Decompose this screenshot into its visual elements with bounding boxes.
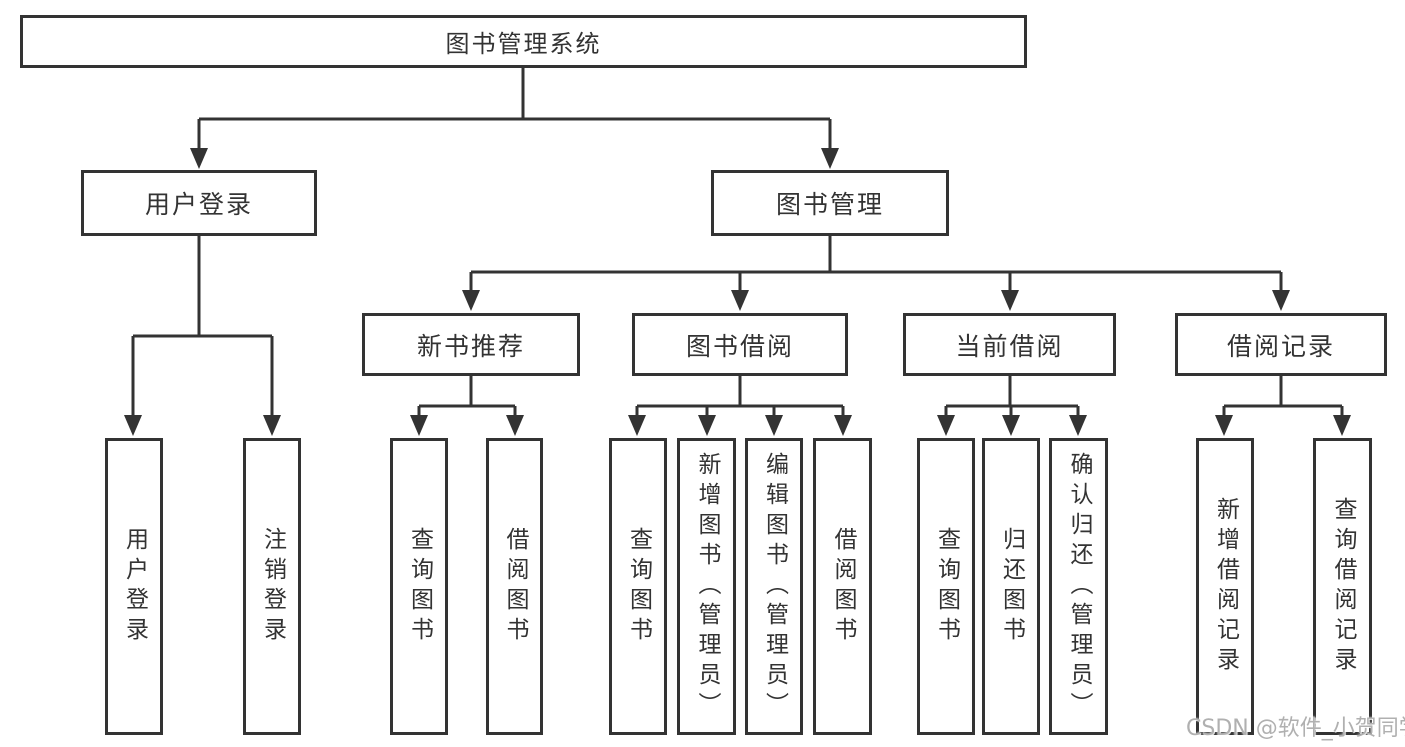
leaf-query-borrow-record: 查询借阅记录: [1313, 438, 1372, 735]
node-current-borrowing: 当前借阅: [903, 313, 1116, 376]
leaf-query-book-current: 查询图书: [917, 438, 975, 735]
leaf-add-book-admin: 新增图书（管理员）: [677, 438, 736, 735]
leaf-add-borrow-record-label: 新增借阅记录: [1212, 496, 1239, 677]
node-book-borrowing: 图书借阅: [632, 313, 848, 376]
leaf-return-book: 归还图书: [982, 438, 1040, 735]
node-book-management: 图书管理: [711, 170, 949, 236]
node-root-system: 图书管理系统: [20, 15, 1027, 68]
node-borrowing-records: 借阅记录: [1175, 313, 1387, 376]
leaf-confirm-return-admin-label: 确认归还（管理员）: [1066, 451, 1092, 722]
node-current-borrowing-label: 当前借阅: [955, 331, 1064, 361]
leaf-edit-book-admin-label: 编辑图书（管理员）: [761, 451, 788, 722]
leaf-query-book-current-label: 查询图书: [933, 526, 960, 647]
leaf-return-book-label: 归还图书: [998, 526, 1025, 647]
csdn-watermark: CSDN @软件_小贺同学: [1186, 716, 1405, 741]
leaf-query-borrow-record-label: 查询借阅记录: [1330, 496, 1356, 677]
leaf-edit-book-admin: 编辑图书（管理员）: [745, 438, 803, 735]
leaf-query-book-recommend: 查询图书: [390, 438, 448, 735]
node-book-borrowing-label: 图书借阅: [685, 331, 794, 361]
leaf-user-login: 用户登录: [105, 438, 163, 735]
node-new-book-recommend-label: 新书推荐: [416, 331, 525, 361]
arrowhead-icons: [124, 148, 1351, 436]
leaf-borrow-book-recommend-label: 借阅图书: [502, 526, 528, 647]
leaf-user-login-label: 用户登录: [121, 526, 148, 647]
leaf-logout: 注销登录: [243, 438, 301, 735]
leaf-confirm-return-admin: 确认归还（管理员）: [1049, 438, 1108, 735]
node-new-book-recommend: 新书推荐: [362, 313, 580, 376]
leaf-query-book-borrowing: 查询图书: [609, 438, 667, 735]
leaf-query-book-borrowing-label: 查询图书: [625, 526, 652, 647]
node-user-login-label: 用户登录: [144, 190, 253, 219]
leaf-borrow-book-recommend: 借阅图书: [486, 438, 543, 735]
node-book-management-label: 图书管理: [775, 190, 884, 219]
leaf-query-book-recommend-label: 查询图书: [406, 526, 433, 647]
leaf-borrow-book-borrowing-label: 借阅图书: [830, 526, 856, 647]
node-root-system-label: 图书管理系统: [445, 30, 602, 58]
leaf-add-borrow-record: 新增借阅记录: [1196, 438, 1254, 735]
node-user-login: 用户登录: [81, 170, 317, 236]
node-borrowing-records-label: 借阅记录: [1226, 331, 1335, 361]
leaf-add-book-admin-label: 新增图书（管理员）: [694, 451, 720, 722]
leaf-borrow-book-borrowing: 借阅图书: [813, 438, 872, 735]
leaf-logout-label: 注销登录: [259, 526, 286, 647]
